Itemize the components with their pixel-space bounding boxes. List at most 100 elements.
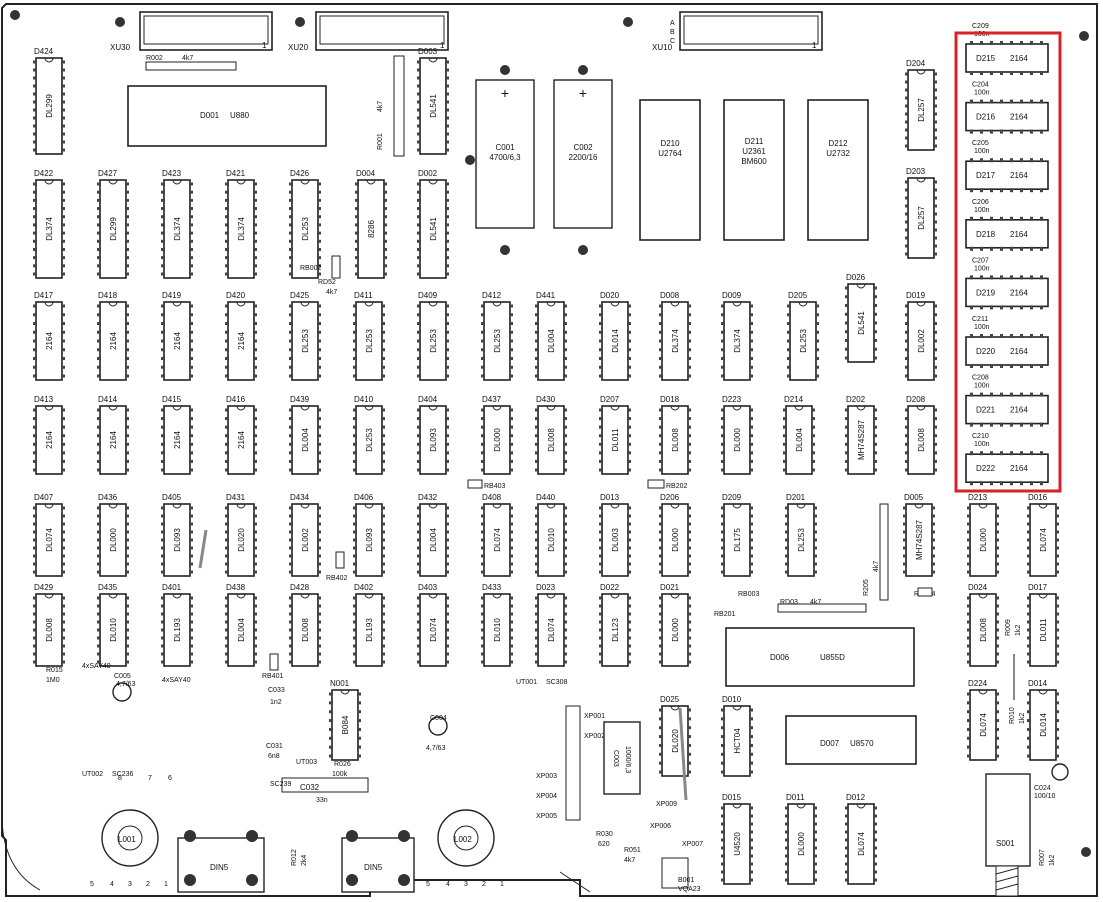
c032-ref: C032 (300, 783, 320, 792)
chip-pin (445, 434, 449, 438)
chip-pin (125, 546, 129, 550)
chip-pin (381, 374, 385, 378)
chip-pin (1000, 334, 1003, 338)
c004-value: 4,7/63 (426, 745, 446, 752)
chip-pin (417, 330, 421, 334)
chip-pin (687, 620, 691, 624)
chip-pin (381, 538, 385, 542)
chip-pin (1055, 652, 1059, 656)
chip-ref: D017 (1028, 583, 1048, 592)
chip-pin (445, 596, 449, 600)
chip-pin (627, 604, 631, 608)
chip-pin (659, 570, 663, 574)
chip-pin (289, 425, 293, 429)
ut001-value: SC308 (546, 679, 568, 686)
chip-pin (61, 628, 65, 632)
chip-pin (659, 644, 663, 648)
chip-pin (97, 506, 101, 510)
chip-pin (845, 425, 849, 429)
chip-pin (1010, 71, 1013, 75)
chip-ref: D420 (226, 291, 246, 300)
chip-pin (933, 434, 937, 438)
chip-pin (317, 434, 321, 438)
chip-pin (687, 604, 691, 608)
chip-pin (289, 514, 293, 518)
ut002-label: UT002 (82, 771, 103, 778)
chip-pin (873, 434, 877, 438)
chip-pin (905, 425, 909, 429)
chip-pin (970, 334, 973, 338)
chip-pin (933, 104, 937, 108)
pin-5: 5 (426, 881, 430, 888)
chip-pin (813, 570, 817, 574)
chip-pin (509, 417, 513, 421)
chip-pin (225, 239, 229, 243)
chip-pin (905, 104, 909, 108)
chip-pin (659, 506, 663, 510)
chip-part: DL002 (301, 528, 310, 552)
chip-pin (980, 71, 983, 75)
chip-part: DL000 (671, 528, 680, 552)
chip-pin (353, 417, 357, 421)
chip-pin (353, 330, 357, 334)
chip-pin (97, 514, 101, 518)
chip-pin (189, 223, 193, 227)
chip-pin (289, 247, 293, 251)
chip-pin (289, 522, 293, 526)
chip-pin (1027, 644, 1031, 648)
chip-pin (813, 830, 817, 834)
chip-pin (1027, 522, 1031, 526)
chip-pin (253, 313, 257, 317)
chip-pin (933, 322, 937, 325)
r001-value: 4k7 (377, 101, 384, 112)
chip-pin (599, 357, 603, 360)
chip-pin (785, 562, 789, 566)
chip-pin (289, 417, 293, 421)
chip-pin (749, 408, 753, 412)
chip-pin (381, 322, 385, 325)
chip-pin (967, 660, 971, 664)
chip-pin (995, 570, 999, 574)
chip-pin (61, 652, 65, 656)
chip-part: 2164 (45, 431, 54, 449)
chip-pin (189, 562, 193, 566)
chip-pin (749, 417, 753, 421)
chip-pin (1000, 305, 1003, 310)
chip-pin (445, 239, 449, 243)
chip-pin (1030, 188, 1033, 193)
chip-pin (967, 604, 971, 608)
chip-pin (445, 562, 449, 566)
chip-pin (687, 770, 691, 774)
chip-pin (445, 207, 449, 211)
chip-pin (125, 522, 129, 526)
chip-pin (905, 244, 909, 248)
chip-pin (933, 425, 937, 429)
chip-pin (225, 223, 229, 227)
chip-ref: D206 (660, 493, 680, 502)
chip-pin (659, 322, 663, 325)
chip-pin (1030, 364, 1033, 368)
chip-part: DL000 (797, 832, 806, 856)
chip-pin (627, 417, 631, 421)
chip-pin (355, 247, 359, 251)
chip-pin (535, 538, 539, 542)
chip-pin (33, 612, 37, 616)
chip-pin (813, 870, 817, 874)
chip-pin (845, 459, 849, 463)
chip-pin (509, 636, 513, 640)
chip-pin (659, 451, 663, 455)
chip-pin (815, 330, 819, 334)
chip-pin (253, 538, 257, 542)
chip-pin (1027, 546, 1031, 550)
chip-pin (33, 660, 37, 664)
chip-part: 2164 (1010, 464, 1028, 473)
chip-pin (813, 838, 817, 842)
chip-pin (749, 339, 753, 343)
chip-ref: D435 (98, 583, 118, 592)
chip-part: DL253 (365, 428, 374, 452)
chip-pin (33, 636, 37, 640)
chip-pin (445, 68, 449, 72)
